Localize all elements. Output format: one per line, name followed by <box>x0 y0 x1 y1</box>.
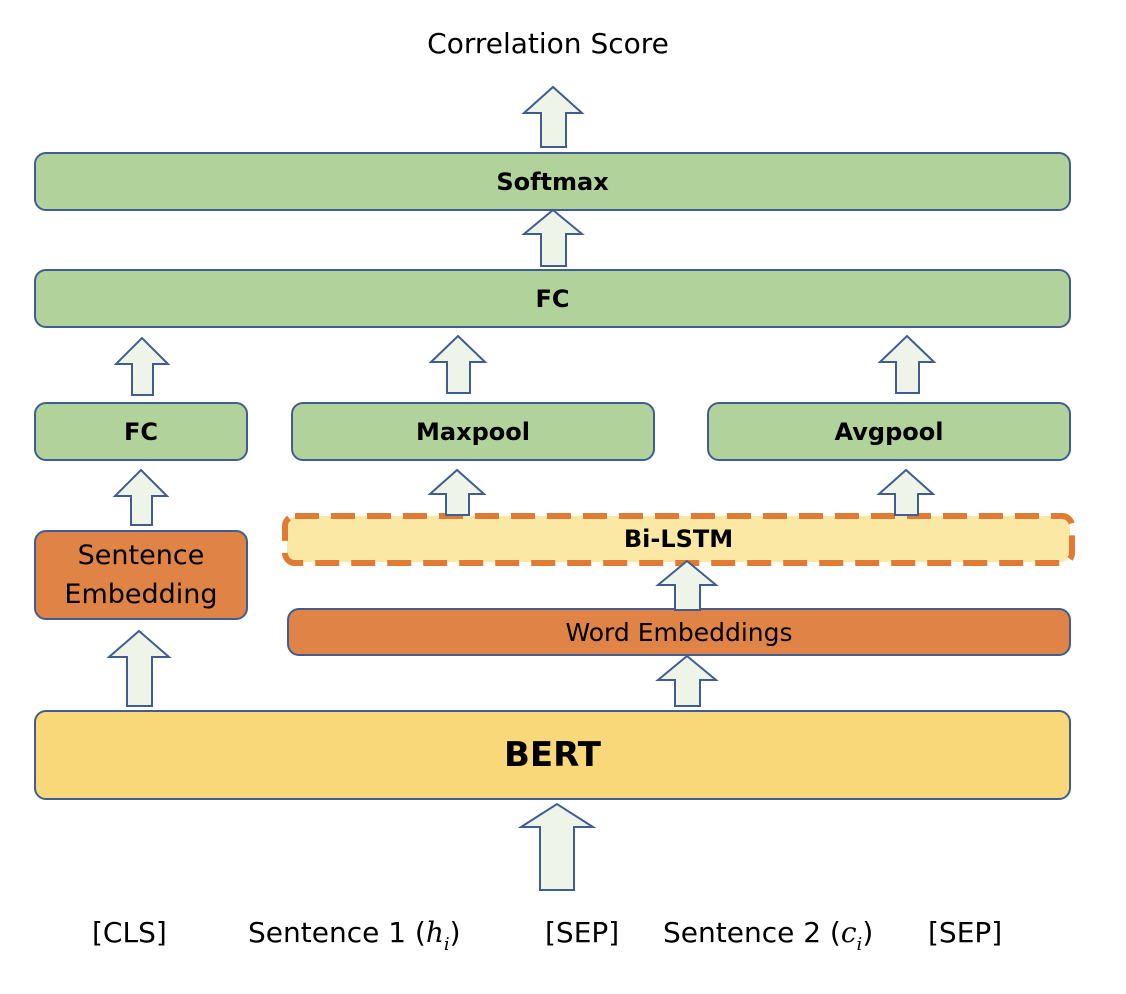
arrow-up-icon <box>112 468 170 526</box>
bilstm-dashed-outline <box>282 513 1075 566</box>
sentence-1-prefix: Sentence 1 ( <box>248 916 426 949</box>
arrow-up-icon <box>517 802 597 891</box>
input-sep-2: [SEP] <box>928 916 1003 949</box>
arrow-up-icon <box>655 654 719 707</box>
sentence-1-variable: h <box>425 916 444 949</box>
arrow-up-icon <box>876 468 936 516</box>
sentence-1-suffix: ) <box>449 916 461 949</box>
arrow-up-icon <box>428 334 488 394</box>
fc-left-box: FC <box>34 402 248 461</box>
arrow-up-icon <box>427 468 487 516</box>
word-embeddings-box: Word Embeddings <box>287 608 1071 656</box>
input-sentence-1: Sentence 1 (hi) <box>248 916 461 955</box>
avgpool-box: Avgpool <box>707 402 1071 461</box>
arrow-up-icon <box>113 336 171 396</box>
diagram-title: Correlation Score <box>427 27 669 60</box>
softmax-box: Softmax <box>34 152 1071 211</box>
input-sentence-2: Sentence 2 (ci) <box>663 916 873 955</box>
sentence-2-subscript: i <box>856 934 863 955</box>
input-cls: [CLS] <box>92 916 167 949</box>
arrow-up-icon <box>106 629 172 707</box>
sentence-2-variable: c <box>840 916 857 949</box>
arrow-up-icon <box>521 208 585 267</box>
input-sep-1: [SEP] <box>545 916 620 949</box>
sentence-1-subscript: i <box>443 934 450 955</box>
sentence-embedding-box: Sentence Embedding <box>34 530 248 620</box>
arrow-up-icon <box>655 559 719 611</box>
sentence-2-prefix: Sentence 2 ( <box>663 916 841 949</box>
sentence-2-suffix: ) <box>862 916 874 949</box>
bilstm-box: Bi-LSTM <box>287 516 1070 562</box>
sentence-embedding-line-2: Embedding <box>64 579 218 610</box>
fc-top-box: FC <box>34 269 1071 328</box>
arrow-up-icon <box>877 334 937 394</box>
bert-box: BERT <box>34 710 1071 800</box>
sentence-embedding-line-1: Sentence <box>77 539 205 571</box>
maxpool-box: Maxpool <box>291 402 655 461</box>
arrow-up-icon <box>521 85 585 148</box>
